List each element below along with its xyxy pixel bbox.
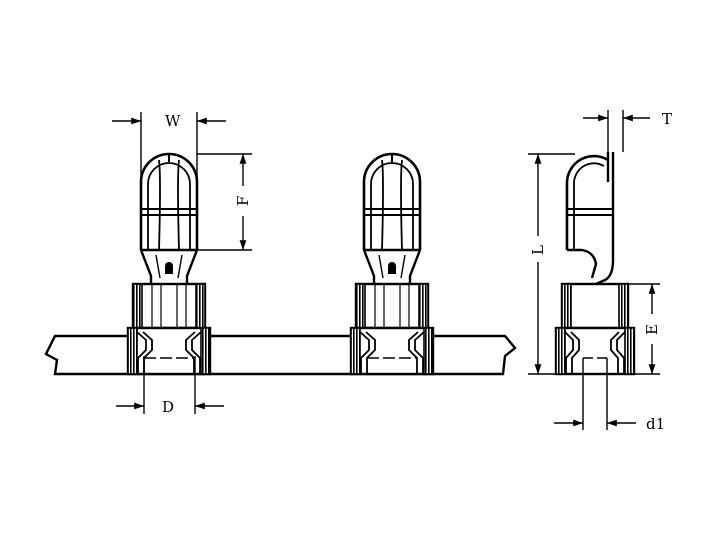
dimension-label-e: E [643, 324, 661, 335]
dimension-l: L [528, 153, 575, 375]
terminal-front-view-2 [349, 152, 435, 376]
dimension-t: T [583, 110, 672, 152]
dimension-e: E [628, 283, 661, 375]
carrier-strip [44, 334, 517, 376]
dimension-w: W [112, 112, 226, 250]
dimension-label-t: T [662, 110, 672, 128]
dimension-label-d1: d1 [646, 415, 665, 433]
dimension-label-l: L [529, 245, 547, 255]
dimension-d: D [116, 356, 224, 416]
dimension-label-d: D [162, 398, 174, 416]
dimension-f: F [197, 153, 252, 251]
terminal-side-view [554, 152, 636, 376]
dimension-d1: d1 [554, 358, 665, 433]
dimension-label-w: W [165, 112, 181, 130]
dimension-label-f: F [234, 196, 252, 206]
